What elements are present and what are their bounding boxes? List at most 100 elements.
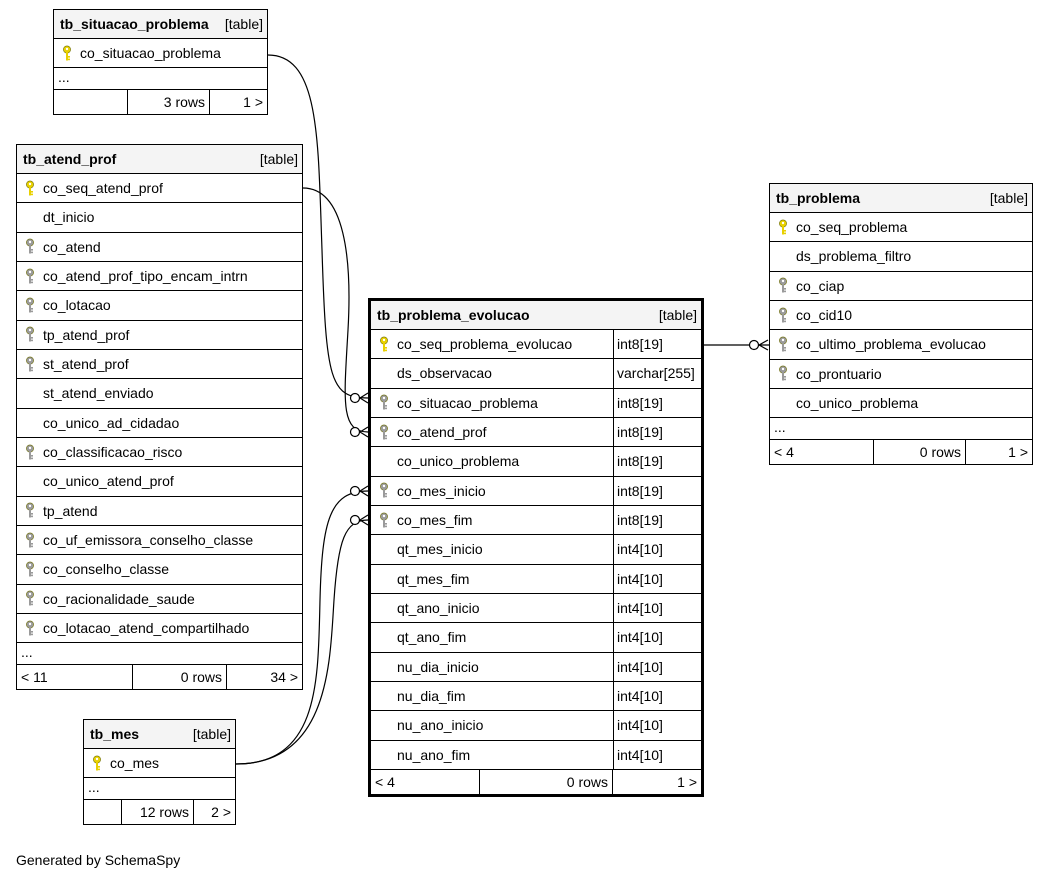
crow-foot: [359, 514, 369, 526]
column-row[interactable]: co_racionalidade_saude: [17, 585, 302, 614]
column-row[interactable]: co_unico_atend_prof: [17, 467, 302, 497]
column-row[interactable]: st_atend_prof: [17, 350, 302, 380]
column-type: int8[19]: [613, 447, 701, 476]
footer-parents[interactable]: [84, 800, 122, 825]
generated-by-label: Generated by SchemaSpy: [16, 852, 181, 868]
table-tb-situacao-problema[interactable]: tb_situacao_problema [table] co_situacao…: [53, 9, 268, 116]
column-cell: qt_mes_inicio: [371, 540, 613, 558]
table-tb-problema-evolucao[interactable]: tb_problema_evolucao [table] co_seq_prob…: [368, 298, 704, 797]
table-header: tb_problema_evolucao [table]: [371, 301, 701, 330]
column-row[interactable]: co_atend_prof_tipo_encam_intrn: [17, 262, 302, 292]
column-name: co_seq_problema: [796, 219, 908, 236]
no-key-spacer: [375, 599, 393, 617]
column-cell: co_racionalidade_saude: [17, 590, 302, 608]
primary-key-icon: [21, 179, 39, 197]
footer-parents[interactable]: < 4: [371, 769, 480, 794]
footer-parents[interactable]: [54, 90, 128, 115]
footer-children[interactable]: 2 >: [211, 804, 231, 821]
table-tag: [table]: [224, 16, 263, 32]
column-cell: co_atend_prof: [371, 423, 613, 441]
column-row[interactable]: ds_problema_filtro: [770, 242, 1032, 272]
column-name: qt_ano_fim: [397, 629, 467, 646]
more-columns: ...: [770, 418, 1032, 441]
column-cell: co_unico_problema: [371, 452, 613, 470]
column-row[interactable]: co_seq_problema: [770, 213, 1032, 243]
column-row[interactable]: co_ciap: [770, 272, 1032, 301]
column-row[interactable]: co_lotacao_atend_compartilhado: [17, 614, 302, 644]
primary-key-icon: [774, 218, 792, 236]
table-header: tb_atend_prof [table]: [17, 145, 302, 174]
column-row[interactable]: co_cid10: [770, 301, 1032, 331]
no-key-spacer: [375, 746, 393, 764]
foreign-key-icon: [21, 355, 39, 373]
column-row[interactable]: co_situacao_problema: [54, 39, 267, 69]
more-columns: ...: [17, 643, 302, 666]
footer-row-count: 0 rows: [480, 769, 613, 794]
column-name: nu_dia_fim: [397, 688, 466, 705]
column-row[interactable]: co_uf_emissora_conselho_classe: [17, 526, 302, 556]
column-cell: co_lotacao: [17, 296, 302, 314]
column-name: nu_ano_inicio: [397, 717, 484, 734]
footer-parents[interactable]: < 4: [770, 440, 874, 465]
column-type: int8[19]: [613, 417, 701, 447]
column-cell: co_seq_atend_prof: [17, 179, 302, 197]
column-cell: co_mes: [84, 754, 235, 772]
column-name: co_unico_atend_prof: [43, 473, 174, 490]
foreign-key-icon: [21, 326, 39, 344]
footer-children[interactable]: 1 >: [677, 773, 697, 790]
column-cell: co_mes_inicio: [371, 482, 613, 500]
column-cell: nu_dia_fim: [371, 687, 613, 705]
column-row[interactable]: co_seq_atend_prof: [17, 174, 302, 204]
column-row[interactable]: co_conselho_classe: [17, 555, 302, 585]
column-name: ds_observacao: [397, 365, 492, 382]
column-cell: co_unico_problema: [770, 394, 1032, 412]
column-row[interactable]: co_unico_ad_cidadao: [17, 409, 302, 438]
column-row[interactable]: co_ultimo_problema_evolucao: [770, 330, 1032, 360]
table-tb-mes[interactable]: tb_mes [table] co_mes ... 12 rows 2 >: [83, 719, 236, 826]
footer-children[interactable]: 1 >: [243, 94, 263, 111]
column-row[interactable]: co_prontuario: [770, 360, 1032, 389]
column-name: co_atend: [43, 238, 101, 255]
footer-children[interactable]: 34 >: [270, 669, 298, 686]
column-row[interactable]: st_atend_enviado: [17, 379, 302, 409]
column-row[interactable]: co_unico_problema: [770, 389, 1032, 419]
column-row[interactable]: tp_atend: [17, 497, 302, 526]
footer-children[interactable]: 1 >: [1008, 444, 1028, 461]
column-row[interactable]: dt_inicio: [17, 203, 302, 233]
optional-circle: [349, 426, 361, 438]
column-row[interactable]: co_mes: [84, 749, 235, 779]
primary-key-icon: [375, 335, 393, 353]
column-name: co_prontuario: [796, 365, 882, 382]
column-row[interactable]: co_lotacao: [17, 291, 302, 321]
foreign-key-icon: [21, 531, 39, 549]
more-columns: ...: [54, 68, 267, 91]
column-cell: st_atend_prof: [17, 355, 302, 373]
column-row[interactable]: tp_atend_prof: [17, 321, 302, 350]
column-name: co_lotacao_atend_compartilhado: [43, 620, 250, 637]
foreign-key-icon: [21, 590, 39, 608]
column-type: int4[10]: [613, 652, 701, 681]
column-row[interactable]: co_atend: [17, 233, 302, 262]
table-header: tb_mes [table]: [84, 720, 235, 749]
column-cell: ds_problema_filtro: [770, 247, 1032, 265]
footer-parents[interactable]: < 11: [17, 665, 133, 690]
column-cell: co_classificacao_risco: [17, 443, 302, 461]
column-row[interactable]: co_classificacao_risco: [17, 438, 302, 468]
